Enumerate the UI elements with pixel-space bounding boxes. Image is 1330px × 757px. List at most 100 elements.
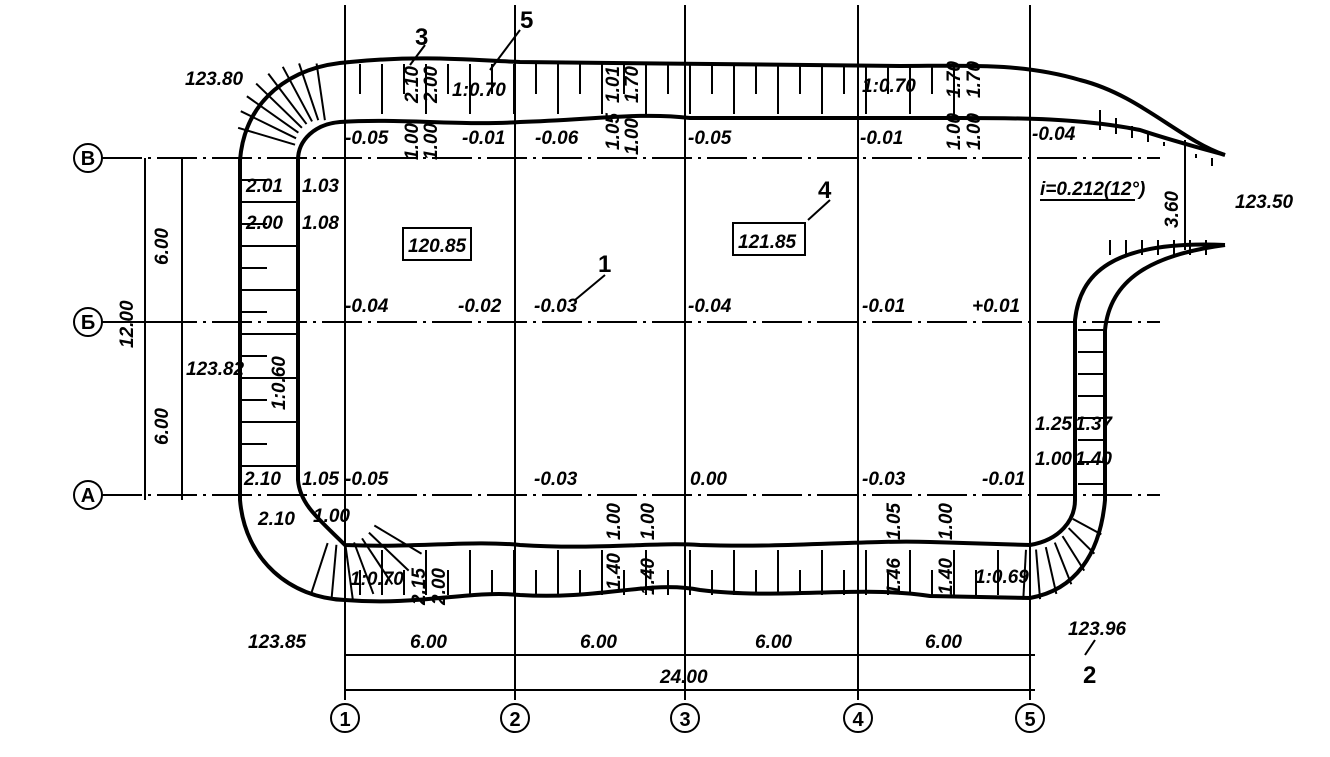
- elevation: 123.82: [186, 359, 245, 380]
- inner-contour: [296, 113, 1226, 549]
- elevation-label: 2.01: [245, 176, 283, 197]
- axis-bubble: [843, 703, 873, 733]
- elevation-label: 1.40: [936, 558, 957, 595]
- axis-label-col: 3: [679, 709, 690, 731]
- elevation-label: -0.01: [860, 128, 903, 149]
- elevation-label: -0.02: [458, 296, 502, 317]
- elevation-label: 2.10: [257, 509, 295, 530]
- elevation-label: 1.70: [944, 61, 965, 98]
- elevation-label: -0.06: [535, 128, 579, 149]
- axis-label-col: 5: [1024, 709, 1035, 731]
- elevation-label: 1.37: [1075, 414, 1113, 435]
- axis-label-row: Б: [81, 312, 95, 334]
- elevation-label: -0.05: [345, 128, 389, 149]
- elevation-label: 1:0.70: [862, 76, 916, 97]
- axis-bubble: [1015, 703, 1045, 733]
- elevation-label: 1.00: [1035, 449, 1072, 470]
- elevation-label: 1.25: [1035, 414, 1072, 435]
- elevation: 123.85: [248, 632, 307, 653]
- axis-label-row: А: [81, 485, 95, 507]
- elevation-label: 1.40: [638, 558, 659, 595]
- elevation-label: -0.05: [345, 469, 389, 490]
- elevation-label: -0.04: [1032, 124, 1076, 145]
- dimension: 3.60: [1162, 191, 1183, 228]
- elevation-label: 1:0.70: [452, 80, 506, 101]
- elevation-label: 1.00: [622, 118, 643, 155]
- platform-box-left: [402, 227, 472, 261]
- elevation-label: 1.00: [313, 506, 350, 527]
- outer-contour: [238, 56, 1226, 604]
- elevation-label: 0.00: [690, 469, 727, 490]
- elevation-label: -0.05: [688, 128, 732, 149]
- labels: 3 5 4 1 2 120.85 121.85 123.80 123.50 123.82 123.8…: [117, 7, 1294, 689]
- elevation-label: 1.00: [638, 503, 659, 540]
- slope-hatching: [237, 63, 1213, 600]
- elevation-label: 1.05: [302, 469, 339, 490]
- elevation-label: 2.00: [245, 213, 283, 234]
- callout-1: 1: [598, 251, 611, 278]
- axis-bubble: [73, 143, 103, 173]
- elevation-label: 1.05: [603, 113, 624, 150]
- elevation: 123.80: [185, 69, 244, 90]
- callout-4: 4: [818, 177, 832, 204]
- elevation-label: 2.10: [243, 469, 281, 490]
- elevation-label: 1.00: [964, 113, 985, 150]
- elevation-label: -0.03: [862, 469, 906, 490]
- elevation-label: 1:0.60: [269, 356, 290, 410]
- slope-note: i=0.212(12°): [1040, 179, 1145, 200]
- dimension: 6.00: [152, 408, 173, 445]
- elevation-label: 1.00: [402, 123, 423, 160]
- elevation-label: -0.01: [462, 128, 505, 149]
- axis-label-col: 1: [339, 709, 350, 731]
- elevation-label: 1.70: [622, 66, 643, 103]
- elevation-label: 2.10: [402, 66, 423, 104]
- callout-5: 5: [520, 7, 533, 34]
- dimension: 6.00: [410, 632, 447, 653]
- dimension: 24.00: [659, 667, 708, 688]
- platform-elevation: 120.85: [408, 236, 467, 257]
- elevation-label: 1.46: [884, 558, 905, 595]
- elevation-label: 1.70: [964, 61, 985, 98]
- elevation-label: -0.03: [534, 469, 578, 490]
- axis-bubble: [500, 703, 530, 733]
- elevation-label: 1.00: [936, 503, 957, 540]
- elevation-label: -0.01: [862, 296, 905, 317]
- elevation-label: 2.00: [421, 66, 442, 104]
- dimension: 12.00: [117, 300, 138, 348]
- platform-elevation: 121.85: [738, 232, 797, 253]
- elevation-label: 1:0.70: [350, 569, 404, 590]
- axis-label-col: 4: [852, 709, 864, 731]
- elevation-label: 1.08: [302, 213, 339, 234]
- dimension: 6.00: [152, 228, 173, 265]
- dimension: 6.00: [755, 632, 792, 653]
- callout-3: 3: [415, 24, 428, 51]
- axis-bubble: [330, 703, 360, 733]
- elevation-label: 1.01: [603, 66, 624, 103]
- axis-bubble: [73, 480, 103, 510]
- elevation-label: -0.03: [534, 296, 578, 317]
- elevation-label: 1.05: [884, 503, 905, 540]
- axis-bubble: [670, 703, 700, 733]
- elevation-label: 2.15: [409, 568, 430, 606]
- elevation-label: -0.04: [345, 296, 389, 317]
- dimension: 6.00: [925, 632, 962, 653]
- elevation-label: 1.03: [302, 176, 339, 197]
- elevation-label: 2.00: [429, 568, 450, 606]
- elevation-label: -0.01: [982, 469, 1025, 490]
- dimension: 6.00: [580, 632, 617, 653]
- elevation: 123.96: [1068, 619, 1127, 640]
- elevation-label: 1.40: [604, 553, 625, 590]
- elevation-label: 1.00: [944, 113, 965, 150]
- elevation-label: 1.00: [604, 503, 625, 540]
- axis-label-row: В: [81, 148, 95, 170]
- elevation-label: 1.40: [1075, 449, 1112, 470]
- axis-bubble: [73, 307, 103, 337]
- elevation-label: 1.00: [421, 123, 442, 160]
- elevation-label: -0.04: [688, 296, 732, 317]
- pit-outline: [238, 56, 1226, 604]
- callout-2: 2: [1083, 662, 1096, 689]
- elevation-label: +0.01: [972, 296, 1020, 317]
- elevation: 123.50: [1235, 192, 1294, 213]
